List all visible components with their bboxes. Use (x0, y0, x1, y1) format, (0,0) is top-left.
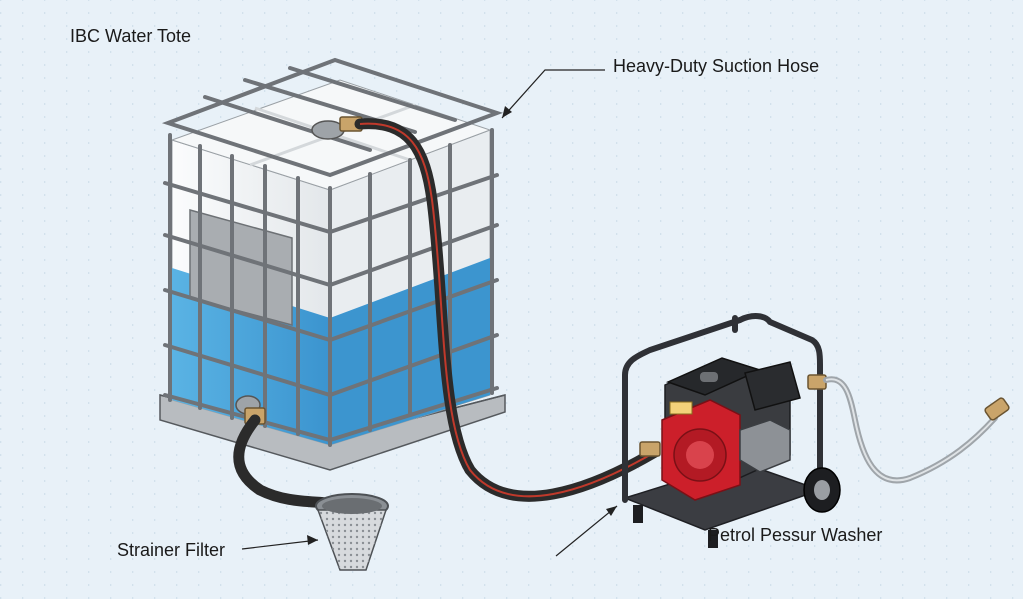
label-ibc-tote: IBC Water Tote (70, 26, 192, 46)
strainer-filter (315, 493, 389, 571)
ibc-water-tote (159, 57, 506, 471)
pump-unit (639, 374, 827, 473)
label-strainer: Strainer Filter (117, 540, 226, 560)
leader-arrowheads (307, 106, 617, 545)
leader-strainer (241, 539, 319, 550)
leader-lines (241, 69, 618, 557)
engine-red-housing (661, 399, 741, 501)
label-pressure-washer: Petrol Pessur Washer (708, 525, 883, 545)
outlet-hose (823, 376, 1010, 484)
air-filter (744, 361, 801, 411)
suction-hose (354, 118, 661, 502)
label-suction-hose: Heavy-Duty Suction Hose (613, 56, 820, 76)
petrol-pressure-washer (622, 313, 1010, 548)
washer-wheel (803, 467, 841, 513)
washer-frame (622, 313, 823, 503)
leader-pressure-washer (555, 505, 618, 557)
leader-suction-hose (501, 69, 605, 119)
